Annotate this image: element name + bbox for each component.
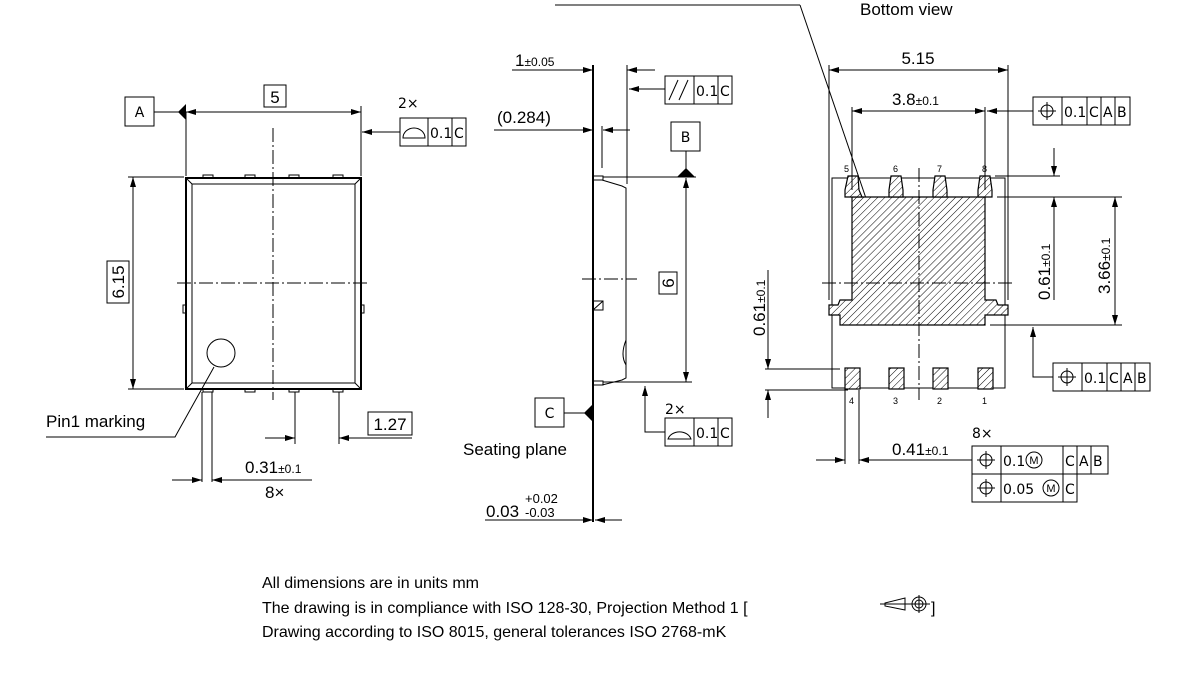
top-leads xyxy=(182,174,365,393)
note-bracket: ] xyxy=(931,600,935,617)
package-side-outline xyxy=(601,179,627,386)
mmc-icon xyxy=(1042,479,1060,497)
seating-plane-label: Seating plane xyxy=(463,440,567,459)
standoff-dim: 0.03 xyxy=(486,502,519,521)
surface-profile-icon xyxy=(402,127,426,139)
height-dim: 6.15 xyxy=(109,265,128,298)
tol-value: 0.1 xyxy=(430,126,452,142)
svg-text:4: 4 xyxy=(849,396,854,406)
pitch-dim: 1.27 xyxy=(373,415,406,434)
pin1-marker xyxy=(206,338,236,368)
bottom-view: 5 6 7 8 4 3 2 1 5.15 3.8±0.1 0.1 C A B xyxy=(750,49,1151,503)
length-dim: 6 xyxy=(659,278,678,287)
position-tolerance-frame-top: 0.1 C A B xyxy=(1032,96,1131,126)
profile-count: 2× xyxy=(398,96,419,112)
width-dim: 5 xyxy=(270,88,279,107)
svg-text:2: 2 xyxy=(937,396,942,406)
lead-length-left-dim: 0.61±0.1 xyxy=(750,279,769,336)
svg-text:A: A xyxy=(1079,454,1089,470)
profile-tolerance-frame: 0.1 C xyxy=(664,417,733,447)
standoff-plus: +0.02 xyxy=(525,491,558,506)
overall-width-dim: 5.15 xyxy=(901,49,934,68)
datum-triangle-icon xyxy=(178,104,186,120)
svg-text:7: 7 xyxy=(937,164,942,174)
pad-width-dim: 3.8±0.1 xyxy=(892,90,939,109)
datum-c-label: C xyxy=(545,406,555,422)
svg-text:5: 5 xyxy=(844,164,849,174)
parallelism-icon xyxy=(668,79,679,101)
position-icon xyxy=(977,451,995,469)
top-view: A 5 2× 0.1 C 6.15 Pin1 marking xyxy=(46,84,467,502)
lead-count: 8× xyxy=(972,426,993,442)
thickness-dim: 1±0.05 xyxy=(515,51,555,70)
svg-text:1: 1 xyxy=(982,396,987,406)
datum-triangle-icon xyxy=(584,404,593,422)
svg-text:A: A xyxy=(1103,105,1113,121)
svg-text:M: M xyxy=(1029,455,1038,467)
lead-thickness-dim: (0.284) xyxy=(497,108,551,127)
svg-text:B: B xyxy=(1117,105,1127,121)
svg-text:A: A xyxy=(1123,371,1133,387)
svg-text:3: 3 xyxy=(893,396,898,406)
datum-a-label: A xyxy=(135,105,145,121)
datum-triangle-icon xyxy=(677,168,695,177)
tol-datum: C xyxy=(720,84,730,100)
position-icon xyxy=(1058,368,1076,386)
lead-length-right-dim: 0.61±0.1 xyxy=(1035,243,1054,300)
profile-tolerance-frame: 0.1 C xyxy=(399,117,467,147)
lead-count: 8× xyxy=(265,483,284,502)
parallelism-tolerance-frame: 0.1 C xyxy=(664,75,733,105)
datum-a-box xyxy=(124,96,155,127)
notes: All dimensions are in units mm The drawi… xyxy=(262,575,935,641)
position-tolerance-frame-right: 0.1 C A B xyxy=(1052,362,1151,392)
svg-text:0.1: 0.1 xyxy=(1003,454,1025,470)
surface-profile-icon xyxy=(667,431,692,440)
svg-text:C: C xyxy=(1109,371,1119,387)
projection-method-icon xyxy=(880,595,930,613)
view-title: Bottom view xyxy=(860,0,953,19)
pad-height-dim: 3.66±0.1 xyxy=(1095,237,1114,294)
bottom-pads xyxy=(844,367,994,390)
standoff-minus: -0.03 xyxy=(525,505,555,520)
tol-value: 0.1 xyxy=(696,84,718,100)
note-tolerances: Drawing according to ISO 8015, general t… xyxy=(262,624,727,641)
svg-text:M: M xyxy=(1046,483,1055,495)
svg-text:C: C xyxy=(1065,454,1075,470)
svg-text:C: C xyxy=(1065,482,1075,498)
svg-text:0.05: 0.05 xyxy=(1003,482,1034,498)
datum-b-label: B xyxy=(681,130,691,146)
note-projection: The drawing is in compliance with ISO 12… xyxy=(262,600,748,617)
svg-text:6: 6 xyxy=(893,164,898,174)
svg-text:B: B xyxy=(1137,371,1147,387)
pin1-label: Pin1 marking xyxy=(46,412,145,431)
side-view: 1±0.05 0.1 C (0.284) B 6 C xyxy=(463,51,733,523)
svg-text:0.1: 0.1 xyxy=(1064,105,1086,121)
position-icon xyxy=(1038,102,1056,120)
lead-width-dim: 0.31±0.1 xyxy=(245,458,302,477)
position-icon xyxy=(977,479,995,497)
tol-datum: C xyxy=(720,426,730,442)
tol-value: 0.1 xyxy=(696,426,718,442)
svg-text:0.1: 0.1 xyxy=(1084,371,1106,387)
tol-datum: C xyxy=(454,126,464,142)
mmc-icon xyxy=(1025,451,1043,469)
note-units: All dimensions are in units mm xyxy=(262,575,479,592)
svg-text:C: C xyxy=(1089,105,1099,121)
profile-count: 2× xyxy=(665,402,686,418)
lead-width-dim: 0.41±0.1 xyxy=(892,440,949,459)
position-tolerance-frame-leads: 0.1 M C A B 0.05 M C xyxy=(971,445,1109,503)
svg-text:B: B xyxy=(1093,454,1103,470)
